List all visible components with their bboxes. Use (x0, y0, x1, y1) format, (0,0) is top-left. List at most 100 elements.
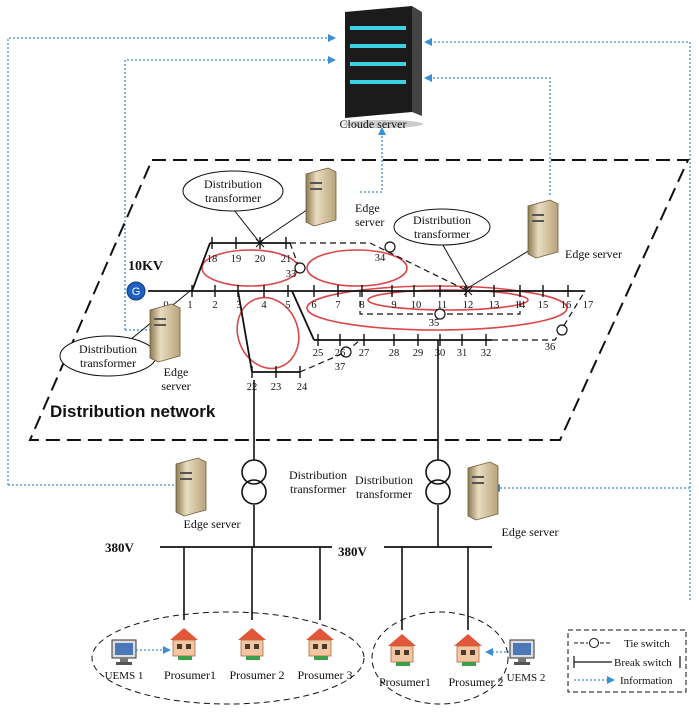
uems-2-label: UEMS 2 (507, 672, 546, 684)
dt-label: transformer (414, 227, 470, 241)
prosumer-labels: Prosumer1 Prosumer 2 Prosumer 3 Prosumer… (164, 668, 504, 689)
dt-callout-left: Distribution transformer (59, 290, 191, 377)
edge-server-top-icon (257, 167, 337, 244)
house-icon (238, 628, 266, 660)
node-label: 9 (391, 300, 396, 311)
dt-callout-right: Distribution transformer (393, 208, 491, 290)
node-label: 3 (236, 300, 241, 311)
transformer-left-icon (241, 459, 267, 505)
voltage-380v-right-label: 380V (338, 544, 368, 559)
node-label: 31 (457, 348, 468, 359)
node-label: 6 (311, 300, 316, 311)
dt-label: transformer (290, 482, 346, 496)
node-label: 5 (285, 300, 290, 311)
node-label: 12 (463, 300, 474, 311)
dt-label: transformer (356, 487, 412, 501)
node-label: 17 (583, 300, 594, 311)
transformer-point-markers (255, 238, 473, 296)
computer-icon (509, 639, 535, 665)
node-label: 8 (359, 300, 364, 311)
dt-label: transformer (80, 356, 136, 370)
node-label: 1 (187, 300, 192, 311)
edge-server-right-icon (467, 199, 559, 289)
node-label: 27 (359, 348, 370, 359)
node-label: 18 (207, 254, 218, 265)
node-label: 15 (538, 300, 549, 311)
dt-callout-top: Distribution transformer (182, 170, 284, 244)
lower-left-node-labels: 22 23 24 (247, 382, 308, 393)
information-lines (7, 34, 691, 600)
edge-server-left-icon (149, 303, 181, 363)
uems-1-label: UEMS 1 (105, 670, 144, 682)
house-icon (454, 634, 482, 666)
computer-icon (111, 639, 137, 665)
node-label: 28 (389, 348, 400, 359)
edge-server-top-label: Edge (355, 201, 380, 215)
generator-icon: G (126, 281, 146, 301)
node-label: 22 (247, 382, 258, 393)
dt-label: Distribution (289, 468, 347, 482)
house-icon (388, 634, 416, 666)
node-label: 26 (335, 348, 346, 359)
prosumer-label: Prosumer 2 (230, 668, 285, 682)
cloud-server-icon (343, 6, 423, 128)
transformer-right-icon (425, 459, 451, 505)
legend: Tie switch Break switch Information (567, 629, 687, 693)
voltage-10kv-label: 10KV (128, 259, 163, 274)
service-drops (183, 547, 469, 630)
node-label: 7 (335, 300, 340, 311)
dt-label: Distribution (204, 177, 262, 191)
feeder-lines (253, 340, 439, 547)
dt-label: Distribution (355, 473, 413, 487)
legend-break-switch: Break switch (614, 657, 672, 669)
node-label: 23 (271, 382, 282, 393)
edge-server-right-label: Edge server (565, 247, 622, 261)
edge-server-low-left-icon (175, 457, 207, 517)
legend-information: Information (620, 675, 673, 687)
node-label: 35 (429, 318, 440, 329)
edge-server-left-label: Edge (164, 365, 189, 379)
node-label: 37 (335, 362, 346, 373)
node-label: 24 (297, 382, 308, 393)
node-label: 10 (411, 300, 422, 311)
prosumer-label: Prosumer1 (379, 675, 431, 689)
node-label: 34 (375, 253, 386, 264)
node-label: 21 (281, 254, 292, 265)
node-label: 33 (286, 269, 297, 280)
tie-node-labels: 33 34 35 36 37 (286, 253, 556, 373)
node-label: 19 (231, 254, 242, 265)
legend-tie-switch: Tie switch (624, 638, 670, 650)
voltage-380v-left-label: 380V (105, 540, 135, 555)
node-label: 16 (561, 300, 572, 311)
dt-label: transformer (205, 191, 261, 205)
generator-label: G (132, 286, 141, 298)
upper-node-labels: 18 19 20 21 (207, 254, 292, 265)
distribution-network-label: Distribution network (50, 402, 216, 421)
house-icon (170, 628, 198, 660)
edge-server-top-label: server (355, 215, 384, 229)
node-label: 11 (437, 300, 447, 311)
node-label: 2 (212, 300, 217, 311)
node-label: 25 (313, 348, 324, 359)
node-label: 4 (261, 300, 267, 311)
community-left (91, 611, 365, 705)
edge-server-low-right-icon (467, 461, 499, 521)
node-label: 32 (481, 348, 492, 359)
edge-server-left-label: server (161, 379, 190, 393)
edge-server-low-left-label: Edge server (184, 517, 241, 531)
node-label: 30 (435, 348, 446, 359)
tie-switches (294, 241, 568, 358)
node-label: 13 (489, 300, 500, 311)
node-label: 20 (255, 254, 266, 265)
house-icon (306, 628, 334, 660)
node-label: 29 (413, 348, 424, 359)
node-label: 14 (515, 300, 526, 311)
dt-label: Distribution (79, 342, 137, 356)
prosumer-label: Prosumer 3 (298, 668, 353, 682)
node-label: 36 (545, 342, 556, 353)
break-switches (191, 237, 569, 378)
prosumer-label: Prosumer1 (164, 668, 216, 682)
cloud-server-label: Cloude server (340, 117, 407, 131)
lower-right-node-labels: 25 26 27 28 29 30 31 32 (313, 348, 492, 359)
